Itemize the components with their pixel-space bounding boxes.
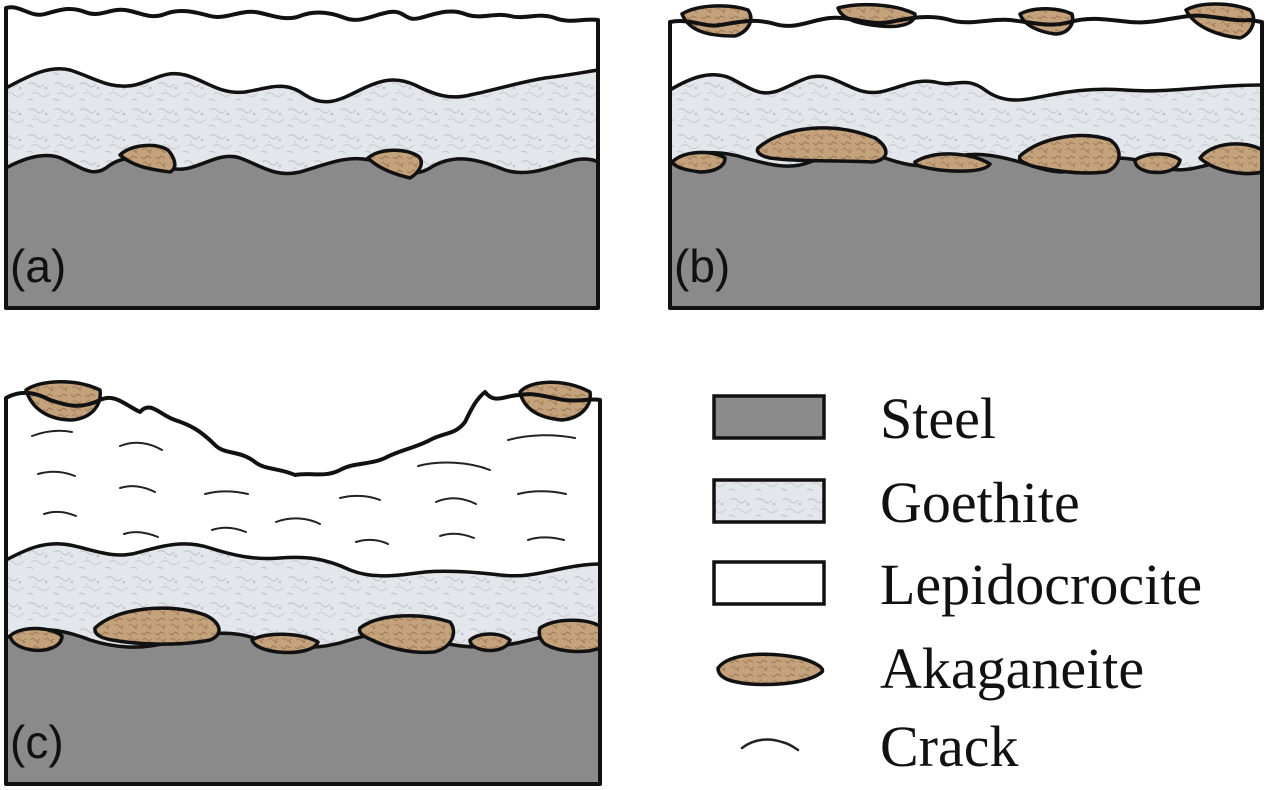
- akaganeite-deposit: [913, 152, 992, 173]
- legend-label-akaganeite: Akaganeite: [880, 636, 1144, 701]
- legend-label-lepidocrocite: Lepidocrocite: [880, 552, 1202, 617]
- panel-b: (b): [668, 2, 1264, 310]
- legend-item-crack: Crack: [740, 714, 1019, 779]
- akaganeite-deposit: [8, 626, 64, 653]
- legend-item-goethite: Goethite: [712, 470, 1080, 535]
- akaganeite-deposit: [24, 380, 102, 422]
- akaganeite-deposit: [118, 143, 177, 174]
- akaganeite-deposit: [1133, 152, 1182, 175]
- steel-layer: [6, 155, 598, 308]
- panel-label-c: (c): [10, 716, 64, 768]
- legend-swatch-akaganeite: [716, 652, 825, 687]
- akaganeite-deposit: [1018, 7, 1075, 36]
- akaganeite-deposit: [755, 126, 888, 164]
- legend-swatch-goethite: [712, 478, 826, 524]
- akaganeite-deposit: [1184, 2, 1256, 40]
- crack-line: [275, 517, 321, 525]
- panel-c: (c): [4, 380, 602, 786]
- crack-line: [435, 497, 477, 505]
- lepidocrocite-layer: [6, 392, 600, 576]
- crack-line: [119, 485, 156, 493]
- legend-swatch-steel: [712, 394, 826, 440]
- crack-line: [527, 536, 565, 541]
- crack-line: [204, 490, 249, 495]
- crack-line: [37, 470, 76, 477]
- crack-line: [339, 494, 381, 501]
- crack-line: [355, 538, 389, 545]
- legend: Steel Goethite Lepidocrocite Akaganeite …: [712, 386, 1202, 779]
- legend-label-crack: Crack: [880, 714, 1019, 779]
- crack-line: [119, 441, 163, 451]
- akaganeite-deposit: [468, 632, 512, 653]
- crack-line: [507, 434, 576, 441]
- legend-swatch-crack: [740, 738, 800, 752]
- panel-label-b: (b): [674, 240, 730, 292]
- legend-item-lepidocrocite: Lepidocrocite: [712, 552, 1202, 617]
- legend-item-akaganeite: Akaganeite: [716, 636, 1144, 701]
- crack-line: [517, 490, 567, 495]
- steel-layer: [670, 152, 1262, 308]
- crack-line: [439, 532, 475, 539]
- crack-line: [417, 461, 491, 471]
- crack-line: [211, 526, 247, 533]
- akaganeite-deposit: [250, 632, 320, 655]
- akaganeite-deposit: [1017, 133, 1121, 175]
- legend-item-steel: Steel: [712, 386, 996, 451]
- legend-swatch-lepidocrocite: [712, 560, 826, 606]
- crack-line: [31, 429, 73, 437]
- akaganeite-deposit: [357, 614, 456, 655]
- akaganeite-deposit: [93, 606, 221, 646]
- crack-line: [43, 510, 77, 517]
- steel-layer: [6, 629, 600, 784]
- panel-label-a: (a): [10, 240, 66, 292]
- legend-label-goethite: Goethite: [880, 470, 1080, 535]
- lepidocrocite-layer: [670, 15, 1262, 101]
- crack-line: [123, 531, 159, 538]
- akaganeite-deposit: [680, 4, 753, 38]
- legend-label-steel: Steel: [880, 386, 996, 451]
- panel-a: (a): [4, 5, 600, 310]
- akaganeite-deposit: [366, 148, 423, 180]
- akaganeite-deposit: [537, 618, 602, 654]
- cracks: [31, 429, 576, 545]
- akaganeite-deposit: [518, 380, 592, 422]
- akaganeite-deposit: [670, 150, 727, 174]
